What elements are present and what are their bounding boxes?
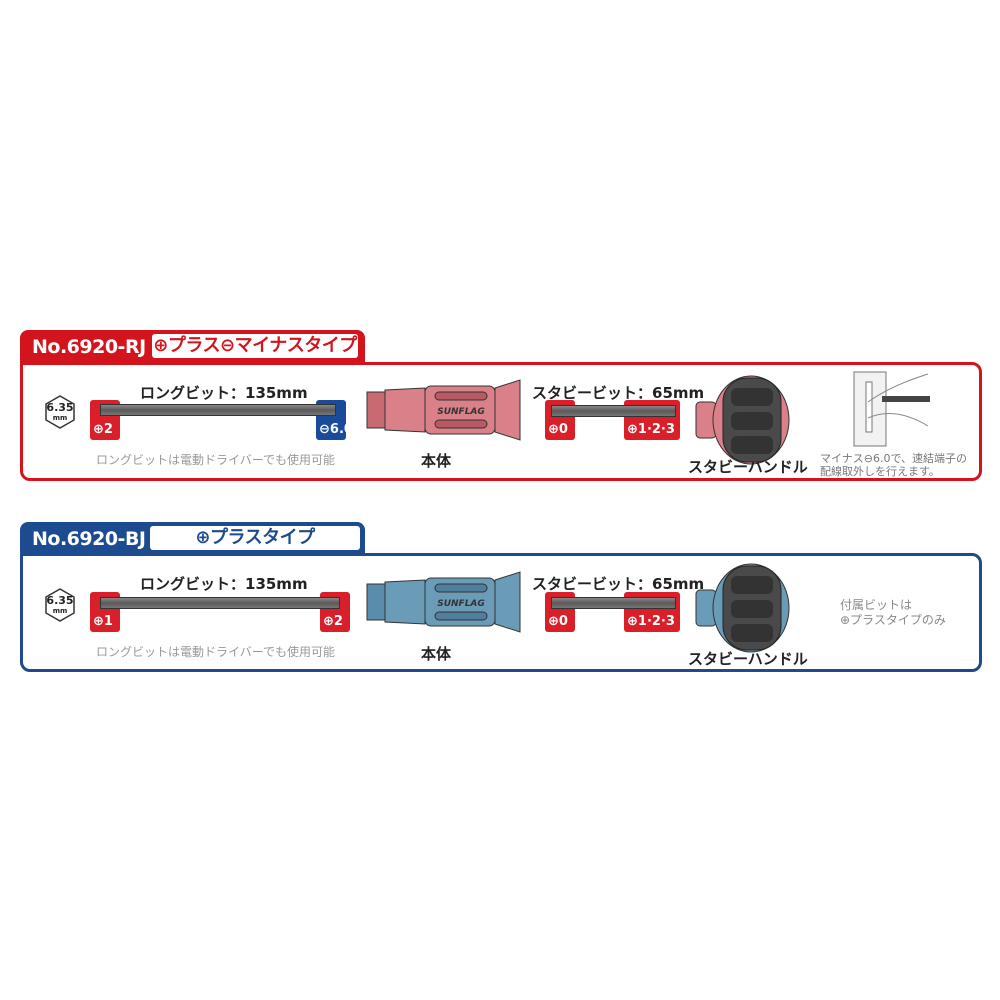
brand-logo: SUNFLAG — [437, 407, 485, 417]
bits-note: 付属ビットは ⊕プラスタイプのみ — [840, 598, 946, 628]
long-bit-label: ロングビット：135mm — [140, 384, 308, 402]
long-bit-caption: ロングビットは電動ドライバーでも使用可能 — [96, 645, 336, 659]
tip-label: ⊕1 — [93, 614, 113, 629]
model-tab: No.6920-BJ ⊕プラスタイプ — [20, 522, 365, 556]
stubby-handle-red — [695, 375, 790, 465]
body-label: 本体 — [421, 452, 452, 470]
hex-unit: mm — [52, 414, 68, 422]
stubby-handle-blue — [695, 563, 790, 653]
stubby-bit-shaft — [551, 405, 676, 417]
driver-body-blue: SUNFLAG — [366, 571, 521, 633]
long-bit-caption: ロングビットは電動ドライバーでも使用可能 — [96, 453, 336, 467]
type-label: ⊕プラスタイプ — [150, 526, 360, 550]
tip-label: ⊕0 — [548, 614, 568, 629]
note-line: マイナス⊖6.0で、速結端子の — [820, 452, 968, 465]
wiring-terminal-illustration — [853, 371, 930, 447]
tip-label: ⊕1·2·3 — [627, 422, 675, 437]
hex-unit: mm — [52, 607, 68, 615]
tip-label: ⊕0 — [548, 422, 568, 437]
note-line: ⊕プラスタイプのみ — [840, 613, 946, 627]
tip-label: ⊕1·2·3 — [627, 614, 675, 629]
brand-logo: SUNFLAG — [437, 599, 485, 609]
model-number: No.6920-RJ — [32, 336, 146, 358]
model-number: No.6920-BJ — [32, 528, 146, 550]
body-label: 本体 — [421, 645, 452, 663]
note-line: 付属ビットは — [840, 598, 913, 612]
stubby-bit-shaft — [551, 597, 676, 609]
type-label: ⊕プラス⊖マイナスタイプ — [152, 334, 358, 358]
minus-note: マイナス⊖6.0で、速結端子の 配線取外しを行えます。 — [820, 452, 967, 478]
hex-size: 6.35 — [46, 401, 74, 414]
hexagon-icon — [45, 588, 75, 622]
tip-label: ⊕2 — [93, 422, 113, 437]
long-bit-shaft — [100, 404, 336, 416]
long-bit-shaft — [100, 597, 340, 609]
stubby-bit-label: スタビービット：65mm — [532, 384, 705, 402]
stubby-bit-label: スタビービット：65mm — [532, 575, 705, 593]
hex-shank-badge: 6.35 mm — [45, 588, 75, 622]
note-line: 配線取外しを行えます。 — [820, 465, 940, 478]
model-tab: No.6920-RJ ⊕プラス⊖マイナスタイプ — [20, 330, 365, 364]
hex-size: 6.35 — [46, 594, 74, 607]
hex-shank-badge: 6.35 mm — [45, 395, 75, 429]
tip-label: ⊕2 — [323, 614, 343, 629]
hexagon-icon — [45, 395, 75, 429]
stubby-handle-label: スタビーハンドル — [688, 458, 808, 476]
long-bit-label: ロングビット：135mm — [140, 575, 308, 593]
tip-label: ⊖6.0 — [319, 422, 353, 437]
stubby-handle-label: スタビーハンドル — [688, 650, 808, 668]
driver-body-red: SUNFLAG — [366, 379, 521, 441]
